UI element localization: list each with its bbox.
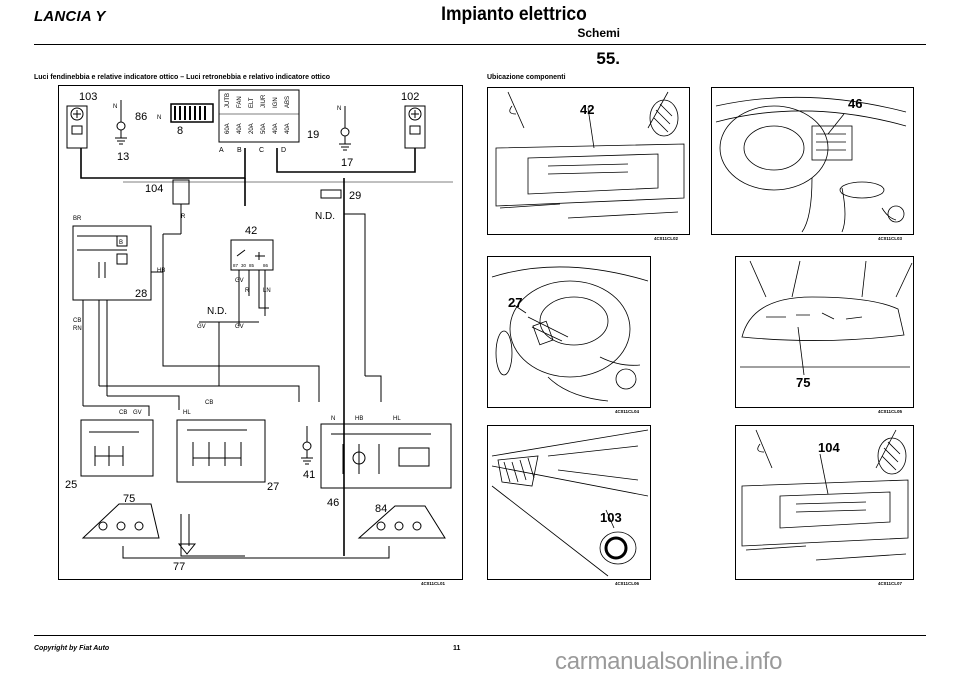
wire-gv-4: GV (133, 410, 142, 416)
photo-46: 46 (711, 87, 914, 235)
fuse-rating-6: 40A (285, 123, 291, 134)
connector-c: C (259, 147, 264, 154)
wire-ln: LN (263, 288, 271, 294)
page-subtitle: Schemi (577, 26, 620, 40)
photo-42: 42 (487, 87, 690, 235)
photo-27-drawing (491, 266, 649, 402)
schematic-caption: Luci fendinebbia e relative indicatore o… (34, 74, 331, 81)
fuse-rating-2: 40A (237, 123, 243, 134)
fuse-label-4: JIUR (261, 94, 267, 108)
fuse-rating-4: 50A (261, 123, 267, 134)
wire-cb-1: CB (73, 318, 81, 324)
wire-n-4: N (331, 416, 335, 422)
wire-cb-3: CB (205, 400, 213, 406)
fuse-rating-1: 60A (225, 123, 231, 134)
wire-rn: RN (73, 326, 82, 332)
wire-r-2: R (245, 288, 250, 294)
label-102: 102 (401, 91, 419, 103)
photo-27-label: 27 (508, 295, 523, 310)
wire-r: R (181, 214, 186, 220)
label-86: 86 (135, 111, 147, 123)
photo-103-code: 4C011CL06 (615, 581, 640, 586)
wire-br: BR (73, 216, 82, 222)
fuse-rating-5: 40A (273, 123, 279, 134)
photo-75-code: 4C011CL05 (878, 409, 903, 414)
section-number: 55. (596, 49, 620, 68)
label-8: 8 (177, 125, 183, 137)
page-title: Impianto elettrico (441, 4, 587, 25)
fuse-rating-3: 20A (249, 123, 255, 134)
photo-103: 103 (487, 425, 651, 580)
fuse-label-1: JUTB (225, 93, 231, 108)
photo-42-label: 42 (580, 102, 595, 117)
wire-hb: HB (157, 268, 165, 274)
relay-87: 87 (233, 263, 239, 268)
wire-hl-1: HL (183, 410, 191, 416)
label-46: 46 (327, 497, 339, 509)
photo-42-drawing (495, 91, 685, 219)
label-28: 28 (135, 288, 147, 300)
fuse-label-3: ELT (249, 97, 255, 108)
wire-hl-2: HL (393, 416, 401, 422)
label-84: 84 (375, 503, 387, 515)
label-75: 75 (123, 493, 135, 505)
wire-cb-2: CB (119, 410, 127, 416)
label-13: 13 (117, 151, 129, 163)
footer-page-number: 11 (453, 645, 461, 652)
watermark-text: carmanualsonline.info (555, 648, 783, 675)
wire-gv-3: GV (235, 324, 244, 330)
label-77: 77 (173, 561, 185, 573)
photo-27: 27 (487, 256, 651, 408)
footer-divider (34, 635, 926, 636)
wiring-diagram-svg: 103 102 13 17 86 8 JUTB FAN ELT JIUR IGN… (65, 89, 453, 573)
fuse-label-2: FAN (237, 96, 243, 108)
label-29: 29 (349, 190, 361, 202)
label-25: 25 (65, 479, 77, 491)
photo-46-drawing (715, 96, 907, 233)
wire-n-3: N (337, 106, 341, 112)
wire-hb-2: HB (355, 416, 363, 422)
photo-75: 75 (735, 256, 914, 408)
photo-75-drawing (740, 260, 913, 376)
label-103: 103 (79, 91, 97, 103)
wire-gv-2: GV (197, 324, 206, 330)
photo-103-drawing (491, 429, 649, 577)
photo-27-code: 4C011CL04 (615, 409, 640, 414)
relay-85: 85 (249, 263, 255, 268)
label-41: 41 (303, 469, 315, 481)
wire-b: B (119, 240, 123, 246)
label-27: 27 (267, 481, 279, 493)
copyright-text: Copyright by Fiat Auto (34, 645, 110, 652)
connector-a: A (219, 147, 224, 154)
photo-46-code: 4C011CL03 (878, 236, 903, 241)
photo-104-label: 104 (818, 440, 840, 455)
photo-42-code: 4C011CL02 (654, 236, 679, 241)
label-42: 42 (245, 225, 257, 237)
label-104: 104 (145, 183, 163, 195)
photo-104-code: 4C011CL07 (878, 581, 903, 586)
wire-n-2: N (157, 115, 161, 121)
schematic-figure-code: 4C011CL01 (421, 581, 446, 586)
connector-b: B (237, 147, 242, 154)
fuse-label-6: ABS (285, 96, 291, 108)
photo-103-label: 103 (600, 510, 622, 525)
brand-label: LANCIA Y (34, 8, 106, 25)
photo-46-label: 46 (848, 96, 863, 111)
note-nd-2: N.D. (207, 306, 227, 317)
photo-104-drawing (741, 429, 909, 561)
label-17: 17 (341, 157, 353, 169)
header-divider (34, 44, 926, 45)
connector-d: D (281, 147, 286, 154)
relay-86: 86 (263, 263, 269, 268)
relay-30: 30 (241, 263, 247, 268)
label-19: 19 (307, 129, 319, 141)
location-caption: Ubicazione componenti (487, 74, 566, 81)
wiring-diagram: 103 102 13 17 86 8 JUTB FAN ELT JIUR IGN… (58, 85, 463, 580)
photo-75-label: 75 (796, 375, 811, 390)
fuse-label-5: IGN (273, 97, 279, 108)
photo-104: 104 (735, 425, 914, 580)
note-nd-1: N.D. (315, 211, 335, 222)
wire-n-1: N (113, 104, 117, 110)
wire-gv-1: GV (235, 278, 244, 284)
